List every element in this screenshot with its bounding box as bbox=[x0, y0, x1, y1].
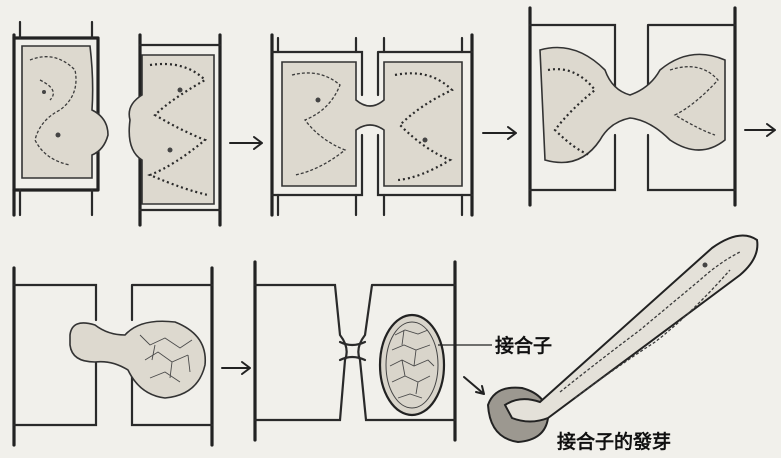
stage-1-right-pyrenoid bbox=[168, 148, 173, 153]
stage-3-fusing-protoplast bbox=[540, 48, 725, 163]
stage-5-left-cell-wall bbox=[255, 285, 347, 420]
zygote-germination-label: 接合子的發芽 bbox=[557, 430, 671, 453]
germ-tube-nucleus bbox=[703, 263, 708, 268]
stage-1-cells bbox=[14, 22, 220, 225]
stage-2-pyrenoid bbox=[316, 98, 321, 103]
arrow-icon bbox=[464, 377, 484, 394]
arrow-icon bbox=[483, 127, 516, 139]
arrow-icon bbox=[230, 137, 262, 149]
arrow-icon bbox=[745, 124, 775, 136]
stage-4-cells bbox=[14, 268, 212, 445]
stage-1-right-pyrenoid bbox=[178, 88, 183, 93]
stage-1-left-protoplast bbox=[22, 46, 108, 178]
stage-1-right-protoplast bbox=[129, 55, 214, 204]
germ-tube bbox=[505, 236, 757, 422]
zygote-label: 接合子 bbox=[495, 334, 552, 357]
stage-2-pyrenoid bbox=[423, 138, 428, 143]
stage-5-cells bbox=[255, 262, 492, 440]
stage-1-left-pyrenoid bbox=[42, 90, 46, 94]
stage-3-cells bbox=[530, 8, 735, 205]
stage-5-tube-remnant bbox=[340, 342, 365, 360]
arrow-icon bbox=[222, 362, 250, 374]
stage-4-migrating-protoplast bbox=[70, 321, 205, 398]
stage-1-left-pyrenoid bbox=[56, 133, 61, 138]
stage-2-cells bbox=[272, 35, 472, 215]
